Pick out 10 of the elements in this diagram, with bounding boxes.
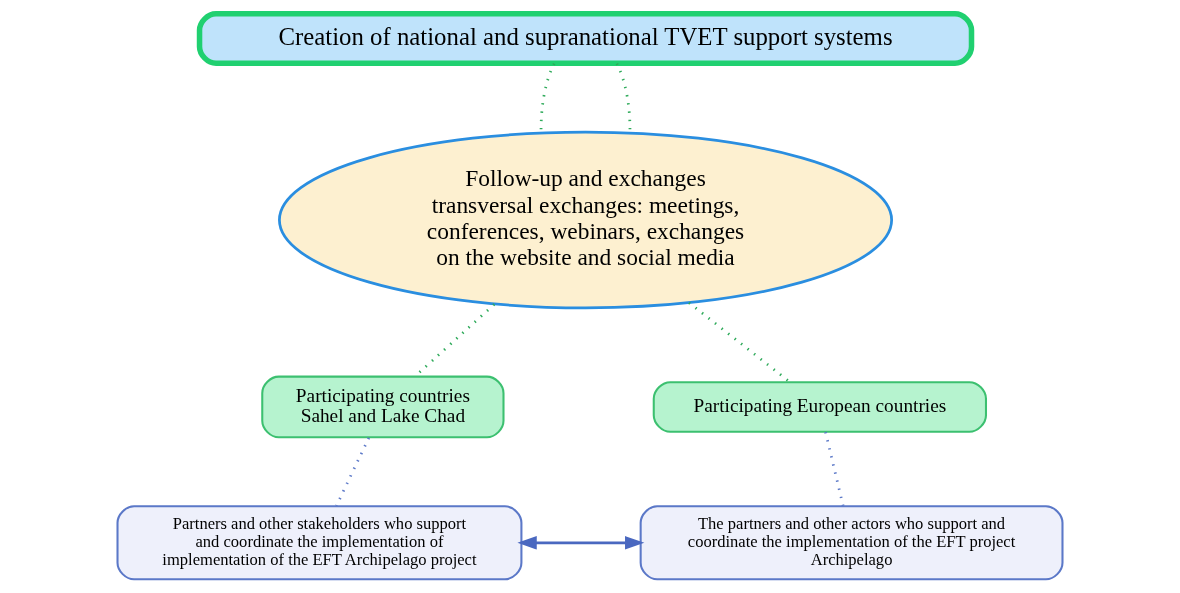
- connector: [824, 431, 845, 507]
- arrow: [517, 536, 645, 550]
- node-box: Participating European countries: [652, 381, 987, 433]
- node-box: Participating countries Sahel and Lake Chad: [261, 375, 505, 439]
- node-box: The partners and other actors who support and coordinate the implementation of the EFT project Archipelago: [639, 505, 1064, 581]
- node-box: Partners and other stakeholders who support and coordinate the implementation of implementation of the EFT Archipelago project: [116, 505, 523, 581]
- node-box: Creation of national and supranational TVET support systems: [196, 10, 975, 67]
- connector: [335, 437, 371, 507]
- node-ellipse: Follow-up and exchanges transversal exchanges: meetings, conferences, webinars, exchanges on the website and social media: [278, 130, 893, 310]
- connector: [688, 301, 791, 384]
